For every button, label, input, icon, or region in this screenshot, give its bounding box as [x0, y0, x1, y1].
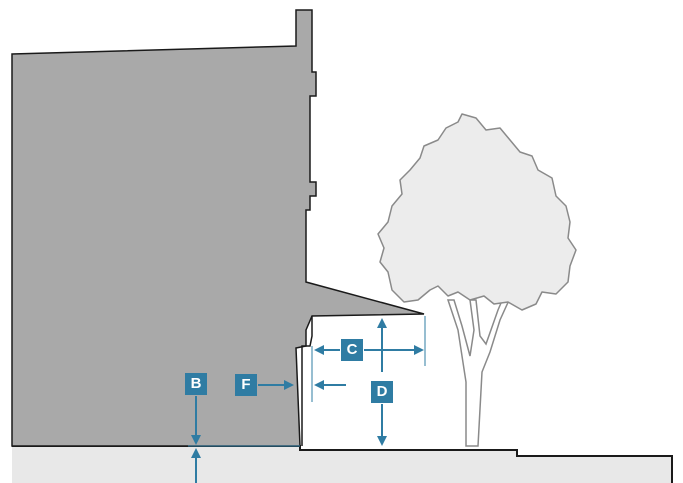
- label-c: C: [341, 339, 363, 361]
- label-f: F: [235, 374, 257, 396]
- label-b: B: [185, 373, 207, 395]
- tree-canopy: [377, 113, 577, 311]
- ground: [12, 446, 672, 483]
- label-d: D: [371, 381, 393, 403]
- tree-trunk: [446, 295, 512, 447]
- storefront-outline: [301, 316, 313, 446]
- building: [11, 9, 425, 447]
